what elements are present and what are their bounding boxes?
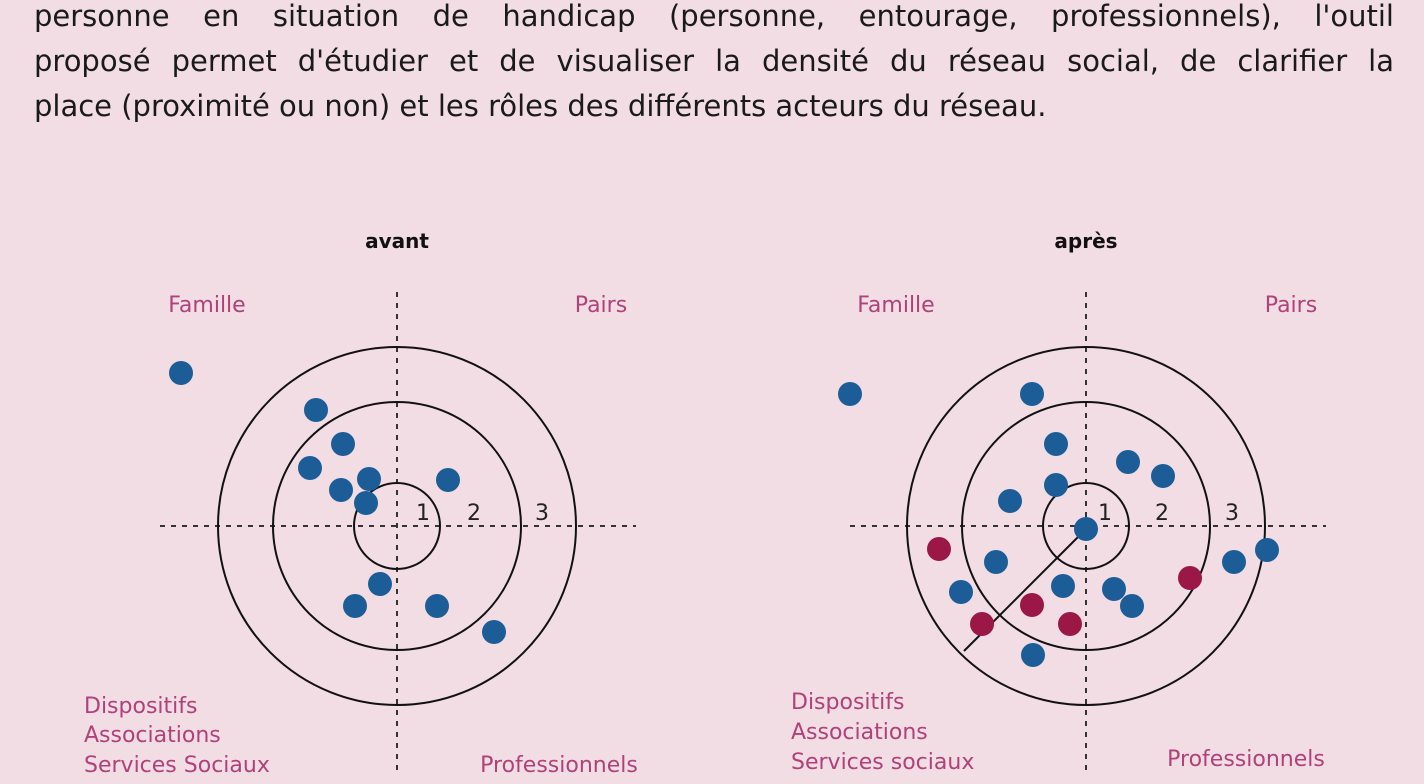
ring-3-avant — [217, 346, 577, 706]
quadrant-services-apres: Services sociaux — [791, 750, 974, 775]
quadrant-famille-apres: Famille — [857, 293, 934, 318]
node-blue — [331, 432, 355, 456]
node-blue — [1021, 643, 1045, 667]
ring-label-3-apres: 3 — [1225, 501, 1239, 526]
node-blue — [354, 491, 378, 515]
node-blue — [1151, 464, 1175, 488]
ring-1-avant — [353, 482, 441, 570]
node-blue — [1044, 432, 1068, 456]
node-blue — [1102, 577, 1126, 601]
ring-label-3-avant: 3 — [535, 501, 549, 526]
quadrant-dispositifs-avant: Dispositifs — [84, 694, 197, 719]
quadrant-services-avant: Services Sociaux — [84, 753, 270, 778]
node-blue — [425, 594, 449, 618]
nodes-red-apres — [927, 537, 1202, 636]
diagram-apres: après 1 2 3 Famille Pairs Dispositifs As… — [791, 229, 1326, 775]
intro-line-3: place (proximité ou non) et les rôles de… — [34, 89, 1047, 123]
quadrant-dispositifs-apres: Dispositifs — [791, 690, 904, 715]
diagram-title-avant: avant — [365, 229, 429, 253]
node-blue — [1074, 517, 1098, 541]
quadrant-pairs-apres: Pairs — [1265, 293, 1317, 318]
node-red — [927, 537, 951, 561]
ring-label-1-avant: 1 — [416, 501, 430, 526]
node-blue — [984, 550, 1008, 574]
quadrant-pairs-avant: Pairs — [575, 293, 627, 318]
node-blue — [1120, 594, 1144, 618]
node-blue — [436, 468, 460, 492]
node-blue — [482, 620, 506, 644]
node-blue — [1020, 382, 1044, 406]
node-blue — [343, 594, 367, 618]
node-blue — [998, 489, 1022, 513]
node-blue — [1044, 473, 1068, 497]
quadrant-associations-apres: Associations — [791, 720, 928, 745]
ring-1-apres — [1042, 482, 1130, 570]
nodes-blue-apres — [838, 382, 1279, 667]
node-red — [1020, 593, 1044, 617]
node-blue — [169, 361, 193, 385]
diagram-avant: avant 1 2 3 Famille Pairs Dispositifs As… — [84, 229, 638, 778]
node-blue — [298, 456, 322, 480]
node-blue — [838, 382, 862, 406]
node-blue — [1116, 450, 1140, 474]
node-red — [1058, 612, 1082, 636]
node-blue — [1051, 574, 1075, 598]
ring-2-avant — [272, 401, 522, 651]
diagram-title-apres: après — [1054, 229, 1117, 253]
node-blue — [949, 580, 973, 604]
ring-label-1-apres: 1 — [1098, 501, 1112, 526]
intro-paragraph: personne en situation de handicap (perso… — [34, 0, 1394, 129]
node-blue — [357, 467, 381, 491]
node-red — [970, 612, 994, 636]
quadrant-famille-avant: Famille — [168, 293, 245, 318]
node-blue — [304, 398, 328, 422]
ring-2-apres — [961, 401, 1211, 651]
quadrant-professionnels-apres: Professionnels — [1167, 747, 1325, 772]
node-blue — [1222, 550, 1246, 574]
ring-3-apres — [906, 346, 1266, 706]
intro-line-1: personne en situation de handicap (perso… — [34, 0, 1394, 33]
node-blue — [1255, 538, 1279, 562]
nodes-avant — [169, 361, 506, 644]
intro-line-2: proposé permet d'étudier et de visualise… — [34, 44, 1394, 78]
ring-label-2-avant: 2 — [467, 501, 481, 526]
quadrant-professionnels-avant: Professionnels — [480, 753, 638, 778]
node-blue — [329, 478, 353, 502]
ring-label-2-apres: 2 — [1155, 501, 1169, 526]
quadrant-associations-avant: Associations — [84, 723, 221, 748]
node-red — [1178, 566, 1202, 590]
node-blue — [368, 572, 392, 596]
